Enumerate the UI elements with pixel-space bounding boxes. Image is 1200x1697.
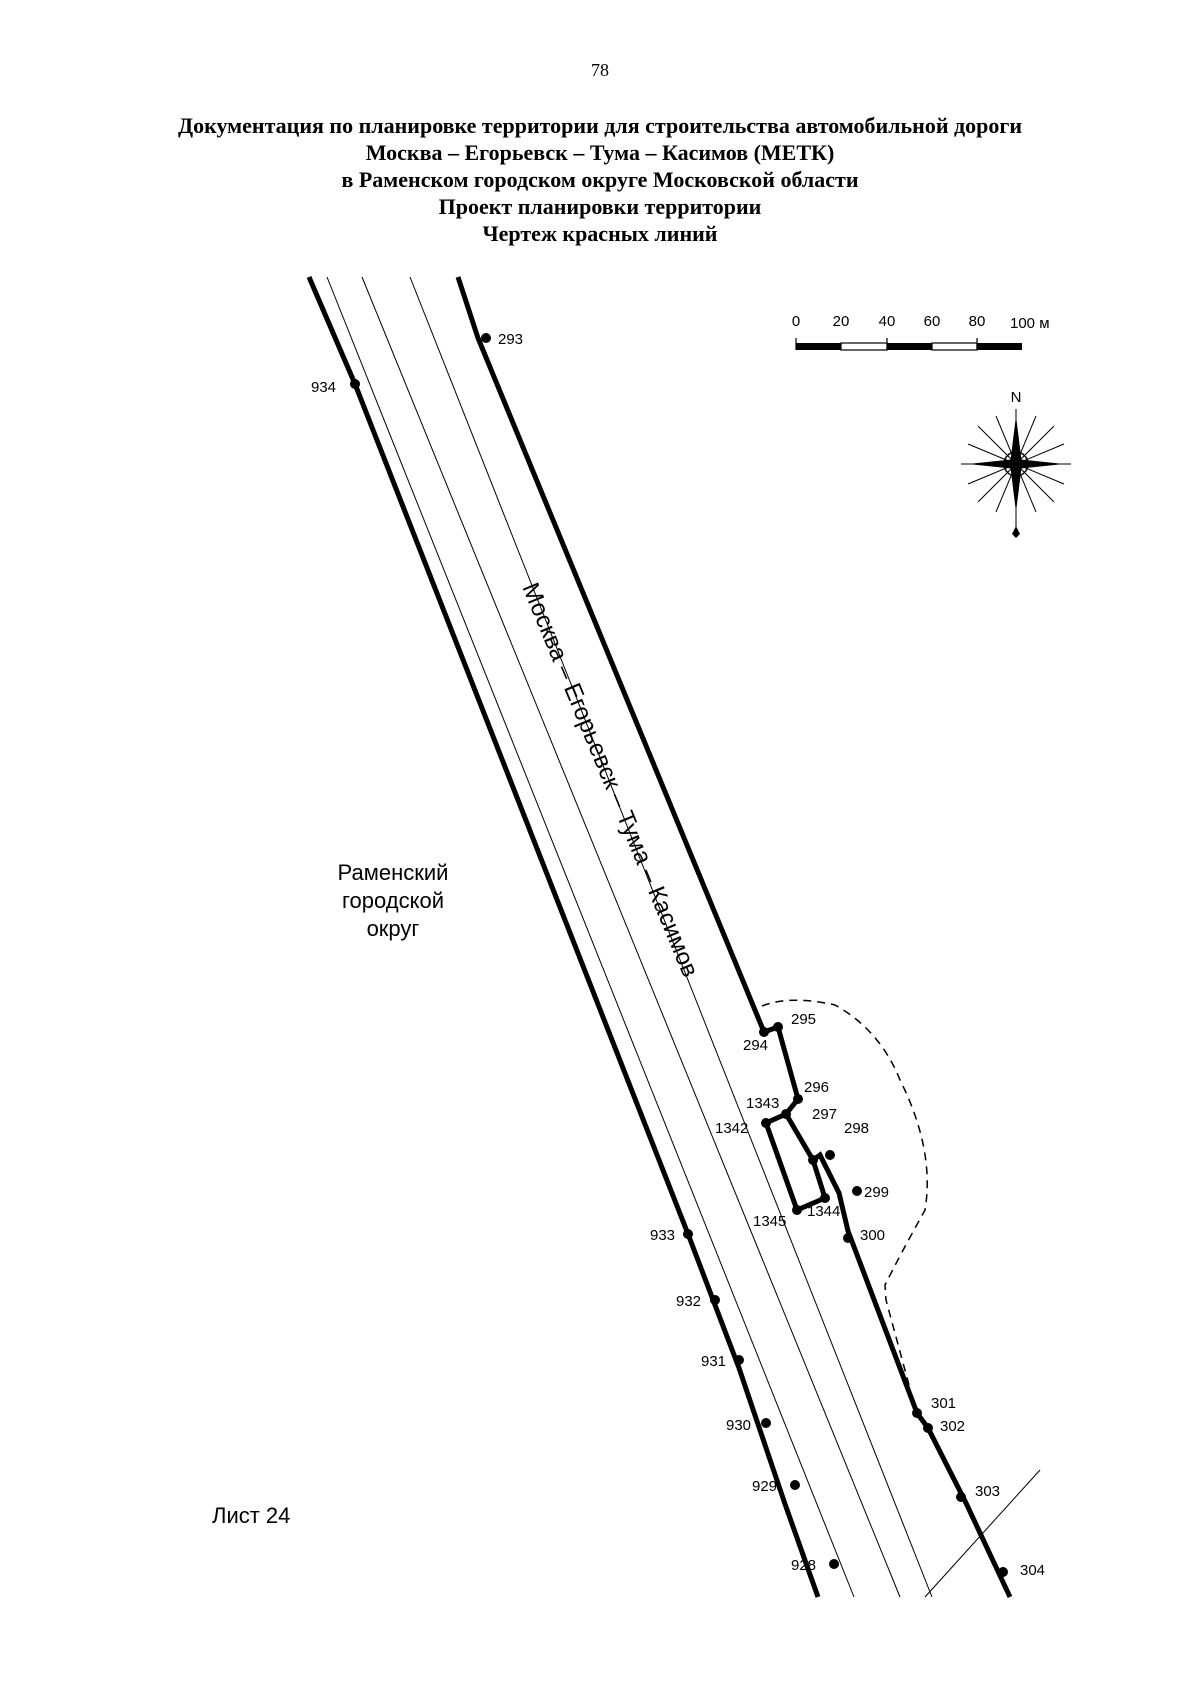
point-301 (912, 1408, 922, 1418)
point-298 (825, 1150, 835, 1160)
district-label-line-1: Раменский (338, 860, 449, 885)
point-293 (481, 333, 491, 343)
scale-segment (931, 342, 978, 351)
point-934 (350, 379, 360, 389)
scale-tick-20: 20 (833, 313, 850, 330)
label-296: 296 (804, 1079, 829, 1096)
road-name-label: Москва – Егорьевск – Тума – Касимов (516, 579, 703, 981)
zone-boundary-dashed (761, 999, 928, 1386)
scale-tick-0: 0 (792, 313, 800, 330)
title-line-2: Москва – Егорьевск – Тума – Касимов (МЕТ… (365, 140, 835, 165)
label-1345: 1345 (753, 1213, 786, 1230)
label-299: 299 (864, 1184, 889, 1201)
page-number: 78 (591, 60, 609, 80)
point-299 (852, 1186, 862, 1196)
district-label-line-2: городской (342, 888, 444, 913)
point-303 (956, 1492, 966, 1502)
point-297 (808, 1155, 818, 1165)
red-line-east (455, 276, 1013, 1599)
compass-north-label: N (1011, 389, 1022, 406)
label-295: 295 (791, 1011, 816, 1028)
point-1344 (820, 1193, 830, 1203)
title-line-4: Проект планировки территории (438, 194, 762, 219)
district-label: Раменский городской округ (338, 860, 449, 941)
title-line-5: Чертеж красных линий (482, 221, 718, 246)
scale-segment (887, 343, 932, 350)
cross-line (924, 1469, 1041, 1598)
road-edge-line (326, 276, 855, 1598)
point-295 (773, 1022, 783, 1032)
point-302 (923, 1423, 933, 1433)
label-931: 931 (701, 1353, 726, 1370)
sheet-label: Лист 24 (212, 1503, 290, 1528)
label-293: 293 (498, 331, 523, 348)
point-929 (790, 1480, 800, 1490)
point-300 (843, 1233, 853, 1243)
label-304: 304 (1020, 1562, 1045, 1579)
point-labels: 293 934 294 295 296 1343 1342 297 298 29… (311, 331, 1045, 1579)
label-1344: 1344 (807, 1203, 840, 1220)
label-933: 933 (650, 1227, 675, 1244)
compass-rose-icon: N (961, 389, 1071, 538)
point-1343 (781, 1109, 791, 1119)
label-294: 294 (743, 1037, 768, 1054)
points (350, 333, 1008, 1577)
red-line-east-upper (455, 276, 767, 1033)
title-line-1: Документация по планировке территории дл… (177, 113, 1023, 138)
label-930: 930 (726, 1417, 751, 1434)
scale-segment (840, 342, 888, 351)
point-304 (998, 1567, 1008, 1577)
red-line-east-lower (763, 1023, 1013, 1599)
document-title: Документация по планировке территории дл… (0, 112, 1200, 247)
scale-tick-100: 100 м (1010, 315, 1050, 332)
district-label-line-3: округ (367, 916, 420, 941)
scale-segment (796, 343, 841, 350)
road-corridor (326, 276, 933, 1598)
point-1345 (792, 1205, 802, 1215)
scale-tick-80: 80 (969, 313, 986, 330)
label-300: 300 (860, 1227, 885, 1244)
label-303: 303 (975, 1483, 1000, 1500)
scale-bar: 0 20 40 60 80 100 м (792, 313, 1050, 351)
label-929: 929 (752, 1478, 777, 1495)
point-928 (829, 1559, 839, 1569)
point-294 (759, 1027, 769, 1037)
point-296 (793, 1094, 803, 1104)
point-933 (683, 1229, 693, 1239)
scale-segment (977, 343, 1022, 350)
title-line-3: в Раменском городском округе Московской … (341, 167, 859, 192)
label-1342: 1342 (715, 1120, 748, 1137)
label-298: 298 (844, 1120, 869, 1137)
point-932 (710, 1295, 720, 1305)
road-edge-line (409, 276, 933, 1598)
label-302: 302 (940, 1418, 965, 1435)
label-928: 928 (791, 1557, 816, 1574)
label-1343: 1343 (746, 1095, 779, 1112)
scale-tick-60: 60 (924, 313, 941, 330)
label-301: 301 (931, 1395, 956, 1412)
label-932: 932 (676, 1293, 701, 1310)
label-297: 297 (812, 1106, 837, 1123)
label-934: 934 (311, 379, 336, 396)
scale-tick-40: 40 (879, 313, 896, 330)
point-930 (761, 1418, 771, 1428)
point-1342 (761, 1118, 771, 1128)
point-931 (734, 1355, 744, 1365)
road-center-line (361, 276, 901, 1598)
